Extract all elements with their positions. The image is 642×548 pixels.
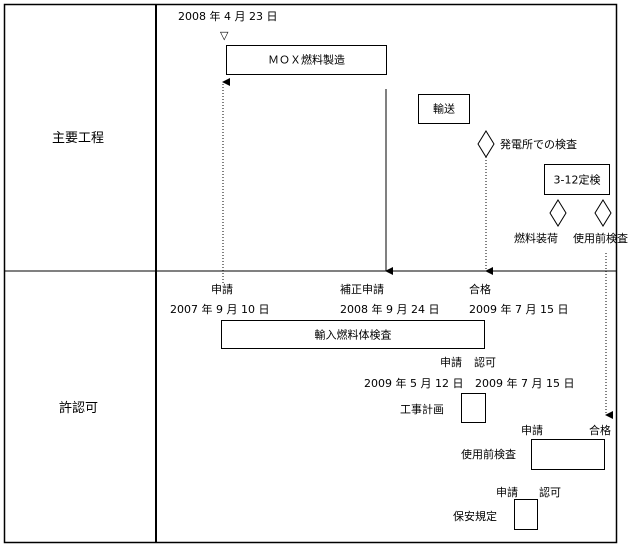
start-marker: ▽ <box>220 29 229 42</box>
row-header-main-process: 主要工程 <box>52 131 105 146</box>
construction-plan-label: 工事計画 <box>400 403 444 416</box>
approval-label-4: 認可 <box>539 486 561 499</box>
fuel-loading-label: 燃料装荷 <box>514 232 558 245</box>
transport-box: 輸送 <box>418 94 470 124</box>
construction-plan-date-2: 2009 年 7 月 15 日 <box>475 377 575 390</box>
transport-label: 輸送 <box>433 102 455 116</box>
pre-use-inspection-licensing-label: 使用前検査 <box>461 448 516 461</box>
mox-start-date: 2008 年 4 月 23 日 <box>178 10 278 23</box>
pass-label-3: 合格 <box>589 424 611 437</box>
outer-frame <box>3 3 618 544</box>
fuel-loading-diamond <box>549 199 567 227</box>
mox-fabrication-box: ＭＯＸ燃料製造 <box>226 45 387 75</box>
pre-use-inspection-main-label: 使用前検査 <box>573 232 628 245</box>
correction-application-date: 2008 年 9 月 24 日 <box>340 303 440 316</box>
construction-plan-box <box>461 393 486 423</box>
pre-use-inspection-box <box>531 439 605 470</box>
mox-fabrication-label: ＭＯＸ燃料製造 <box>268 53 345 67</box>
row-header-licensing: 許認可 <box>59 401 99 416</box>
application-label-2: 申請 <box>440 356 462 369</box>
imported-fuel-inspection-label: 輸入燃料体検査 <box>314 328 392 341</box>
outage-label: 3-12定検 <box>553 173 601 186</box>
application-label-3: 申請 <box>521 424 543 437</box>
safety-regulations-box <box>514 499 538 530</box>
plant-inspection-diamond <box>477 130 495 158</box>
plant-inspection-label: 発電所での検査 <box>500 138 577 151</box>
pre-use-inspection-diamond <box>594 199 612 227</box>
application-date-1: 2007 年 9 月 10 日 <box>170 303 270 316</box>
pass-label-1: 合格 <box>469 283 491 296</box>
application-label-1: 申請 <box>211 283 233 296</box>
safety-regulations-label: 保安規定 <box>453 510 497 523</box>
outage-box: 3-12定検 <box>544 164 610 195</box>
approval-label-2: 認可 <box>474 356 496 369</box>
pass-date-1: 2009 年 7 月 15 日 <box>469 303 569 316</box>
application-label-4: 申請 <box>496 486 518 499</box>
correction-application-label: 補正申請 <box>340 283 384 296</box>
construction-plan-date-1: 2009 年 5 月 12 日 <box>364 377 464 390</box>
imported-fuel-inspection-box: 輸入燃料体検査 <box>221 320 485 349</box>
